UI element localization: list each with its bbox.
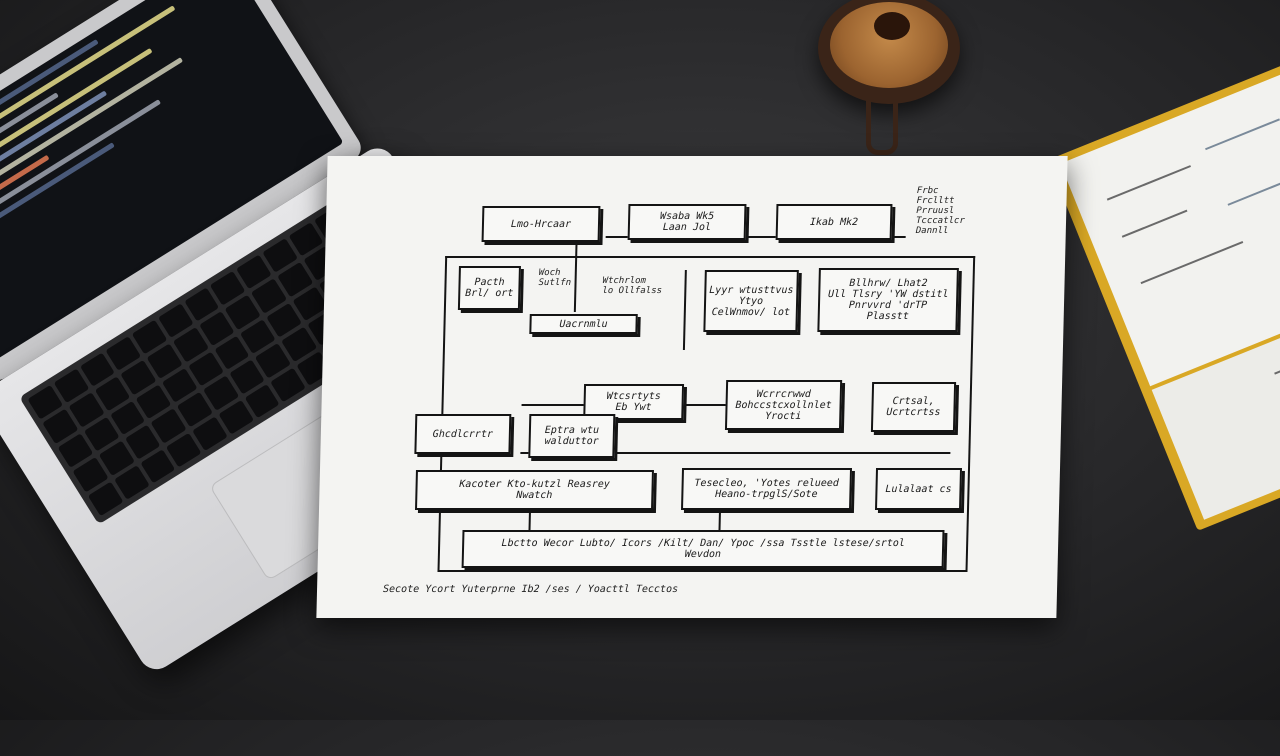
diagram-paper: Lmo-Hrcaar Wsaba Wk5 Laan Jol Ikab Mk2 F…	[316, 156, 1068, 618]
connector-line	[682, 270, 687, 350]
sketch-line	[1106, 165, 1192, 201]
coffee-surface	[830, 2, 948, 88]
diagram-box-mid-4: Tesecleo, 'Yotes relueed Heano-trpglS/So…	[680, 468, 853, 510]
book-page	[1060, 73, 1280, 387]
sketch-line	[1205, 118, 1280, 151]
diagram-box-top-3: Ikab Mk2	[775, 204, 893, 240]
sketch-line	[1227, 170, 1280, 206]
connector-line	[965, 256, 976, 572]
diagram-box-wide-1: Kacoter Kto-kutzl Reasrey Nwatch	[414, 470, 654, 510]
diagram-box-right-4: Lulalaat cs	[874, 468, 963, 510]
sketch-line	[1274, 339, 1280, 375]
connector-line	[437, 570, 968, 572]
diagram-box-right-2: Bllhrw/ Lhat2 Ull Tlsry 'YW dstitl Pnrvv…	[817, 268, 959, 332]
diagram-footer: Secote Ycort Yuterprne Ib2 /ses / Yoactt…	[382, 584, 679, 595]
diagram-label-left: Woch Sutlfn	[538, 268, 572, 288]
diagram-box-right-3: Crtsal, Ucrtcrtss	[870, 382, 957, 432]
sketch-line	[1140, 241, 1244, 285]
diagram-box-bottom: Lbctto Wecor Lubto/ Icors /Kilt/ Dan/ Yp…	[461, 530, 945, 568]
diagram-box-top-1: Lmo-Hrcaar	[481, 206, 601, 242]
sketch-line	[1121, 209, 1188, 238]
desk-scene: Lmo-Hrcaar Wsaba Wk5 Laan Jol Ikab Mk2 F…	[0, 0, 1280, 676]
notebook	[1048, 48, 1280, 550]
diagram-box-mid-2: Wcrrcrwwd Bohccstcxollnlet Yrocti	[724, 380, 843, 430]
diagram-box-mid-3: Eptra wtu walduttor	[528, 414, 616, 458]
coffee-mug	[818, 0, 960, 104]
diagram-box-left-1: Pacth Brl/ ort	[457, 266, 521, 310]
diagram-label-mid: Wtchrlom lo Ollfalss	[602, 276, 663, 296]
diagram-box-top-2: Wsaba Wk5 Laan Jol	[627, 204, 747, 240]
diagram-box-left-3: Ghcdlcrrtr	[414, 414, 512, 454]
diagram-box-mid-label: Uacrnmlu	[529, 314, 638, 334]
diagram-box-right-1: Lyyr wtusttvus Ytyo CelWnmov/ lot	[703, 270, 799, 332]
mug-handle	[866, 98, 898, 155]
connector-line	[445, 256, 976, 258]
side-note: Frbc Frclltt Prruusl Tcccatlcr Dannll	[915, 186, 965, 236]
